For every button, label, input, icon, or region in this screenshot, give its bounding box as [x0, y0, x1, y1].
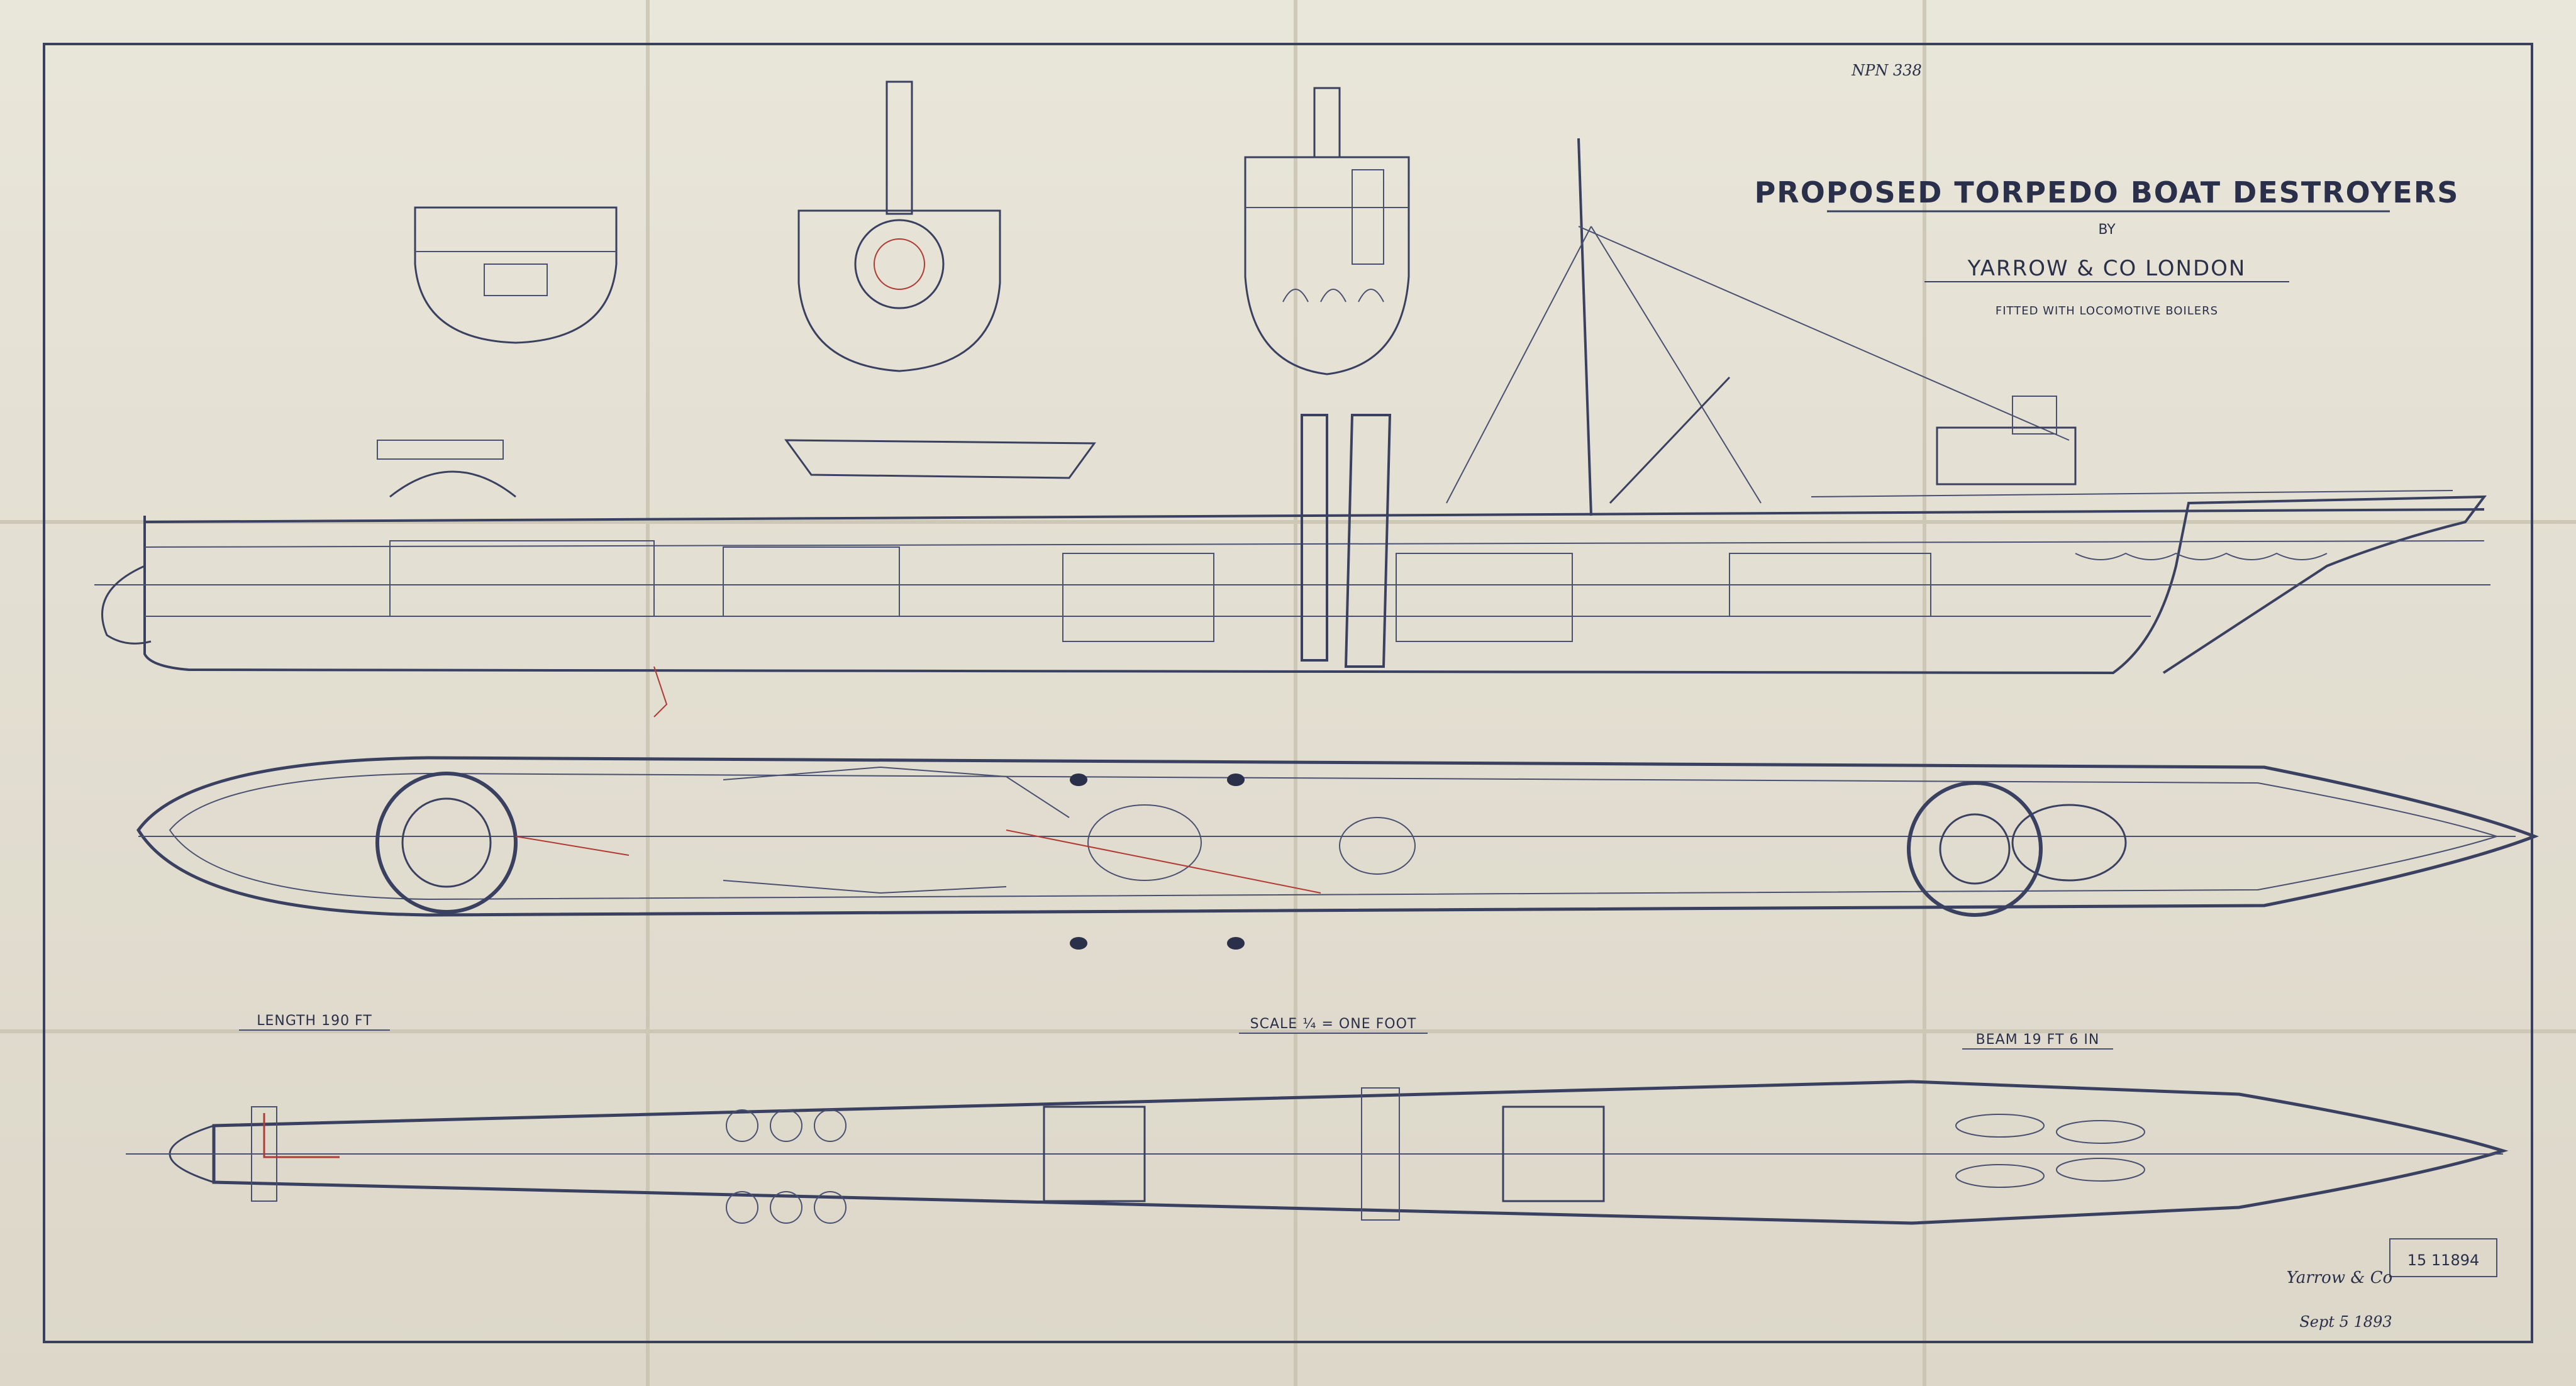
- magazine-lockers: [1955, 1114, 2145, 1188]
- date-stamp: Sept 5 1893: [2299, 1313, 2392, 1331]
- beam-label: BEAM 19 FT 6 IN: [1976, 1032, 2100, 1048]
- section-boiler: [797, 80, 1001, 372]
- signature: Yarrow & Co: [2287, 1268, 2393, 1287]
- title-builder: YARROW & CO LONDON: [1967, 256, 2246, 281]
- reference-stamp: 15 11894: [2407, 1251, 2480, 1269]
- deck-plan: [136, 756, 2539, 950]
- cross-sections: [414, 80, 1410, 375]
- boilers: [726, 1109, 847, 1224]
- section-aft: [414, 206, 618, 344]
- profile-view: [94, 138, 2490, 718]
- title-block: PROPOSED TORPEDO BOAT DESTROYERS BY YARR…: [1755, 175, 2460, 318]
- title-by: BY: [2098, 222, 2116, 238]
- sheet-border: [43, 43, 2533, 1343]
- dimension-labels: LENGTH 190 FT SCALE ¼ = ONE FOOT BEAM 19…: [239, 1013, 2113, 1050]
- title-main: PROPOSED TORPEDO BOAT DESTROYERS: [1755, 175, 2460, 209]
- stamps: 15 11894 Yarrow & Co Sept 5 1893 NPN 338: [1851, 62, 2497, 1331]
- length-label: LENGTH 190 FT: [257, 1013, 372, 1029]
- hold-plan: [126, 1080, 2509, 1225]
- title-subtitle: FITTED WITH LOCOMOTIVE BOILERS: [1996, 304, 2218, 318]
- deck-hatches: [1070, 773, 1245, 950]
- section-fwd: [1244, 87, 1410, 375]
- scale-label: SCALE ¼ = ONE FOOT: [1250, 1016, 1417, 1032]
- corner-ref: NPN 338: [1851, 62, 1922, 79]
